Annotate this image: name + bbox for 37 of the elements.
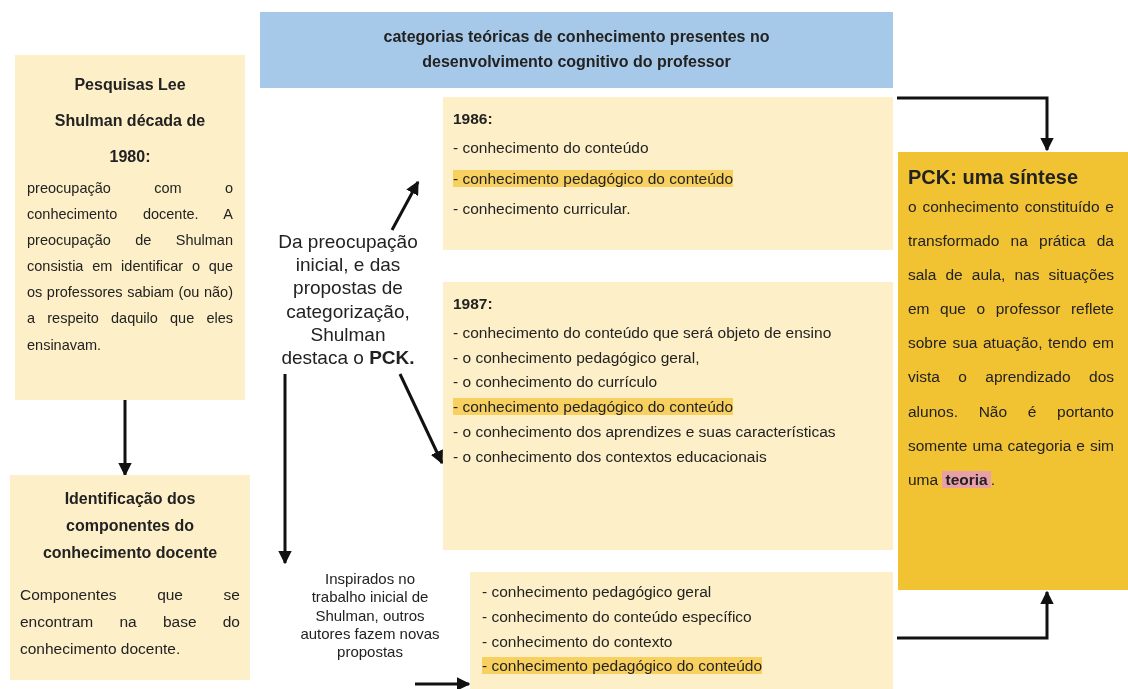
title-box: categorias teóricas de conhecimento presentes no desenvolvimento cognitivo do professor — [260, 12, 893, 88]
process-box — [10, 475, 250, 680]
list-item: - conhecimento pedagógico geral — [482, 582, 713, 602]
text-label: Inspirados no trabalho inicial de Shulman, outros autores fazem novas propostas — [270, 562, 450, 685]
arrow — [278, 374, 292, 565]
arrow — [897, 590, 1054, 640]
list-item: - conhecimento pedagógico do conteúdo — [453, 168, 735, 189]
list-item: - conhecimento do conteúdo que será objeto de ensino — [453, 322, 833, 343]
arrow — [897, 96, 1054, 152]
text-label: Da preocupação inicial, e das propostas de categorização, Shulman destaca o PCK. — [256, 230, 440, 374]
list-item: - conhecimento pedagógico do conteúdo — [482, 656, 764, 677]
box-heading: PCK: uma síntese — [908, 165, 1080, 190]
list-item: - o conhecimento pedagógico geral, — [453, 347, 701, 368]
box-text: Componentes que se encontram na base do conhecimento docente. — [20, 584, 240, 659]
list-item: - conhecimento do conteúdo — [453, 137, 650, 158]
year-heading: 1987: — [453, 294, 494, 314]
list-item: - conhecimento curricular. — [453, 199, 632, 220]
arrow — [390, 180, 420, 231]
arrow — [118, 400, 132, 477]
box-text: preocupação com o conhecimento docente. A preocupação de Shulman consistia em identificar o que os professores sabiam (ou não) a respeito daquilo que eles ensinavam. — [27, 179, 233, 355]
list-item: - conhecimento pedagógico do conteúdo — [453, 397, 735, 418]
arrow — [398, 373, 444, 465]
synthesis-box — [898, 152, 1128, 590]
box-text: o conhecimento constituído e transformado na prática da sala de aula, nas situações em que o professor reflete sobre sua atuação, tendo em vista o aprendizado dos alunos. Não é portanto somente uma categoria e sim uma teoria. — [908, 197, 1114, 490]
year-heading: 1986: — [453, 109, 494, 129]
box-heading: Identificação dos componentes do conhecimento docente — [41, 489, 219, 564]
list-box — [443, 97, 893, 250]
list-box — [443, 282, 893, 550]
list-item: - o conhecimento dos aprendizes e suas características — [453, 422, 837, 442]
list-item: - conhecimento do conteúdo específico — [482, 606, 753, 627]
process-box — [15, 55, 245, 400]
list-item: - o conhecimento do currículo — [453, 372, 659, 393]
arrow — [415, 677, 471, 689]
list-item: - o conhecimento dos contextos educacionais — [453, 446, 768, 467]
list-box — [470, 572, 893, 689]
box-heading: Pesquisas Lee Shulman década de 1980: — [53, 75, 207, 167]
list-item: - conhecimento do contexto — [482, 631, 674, 652]
